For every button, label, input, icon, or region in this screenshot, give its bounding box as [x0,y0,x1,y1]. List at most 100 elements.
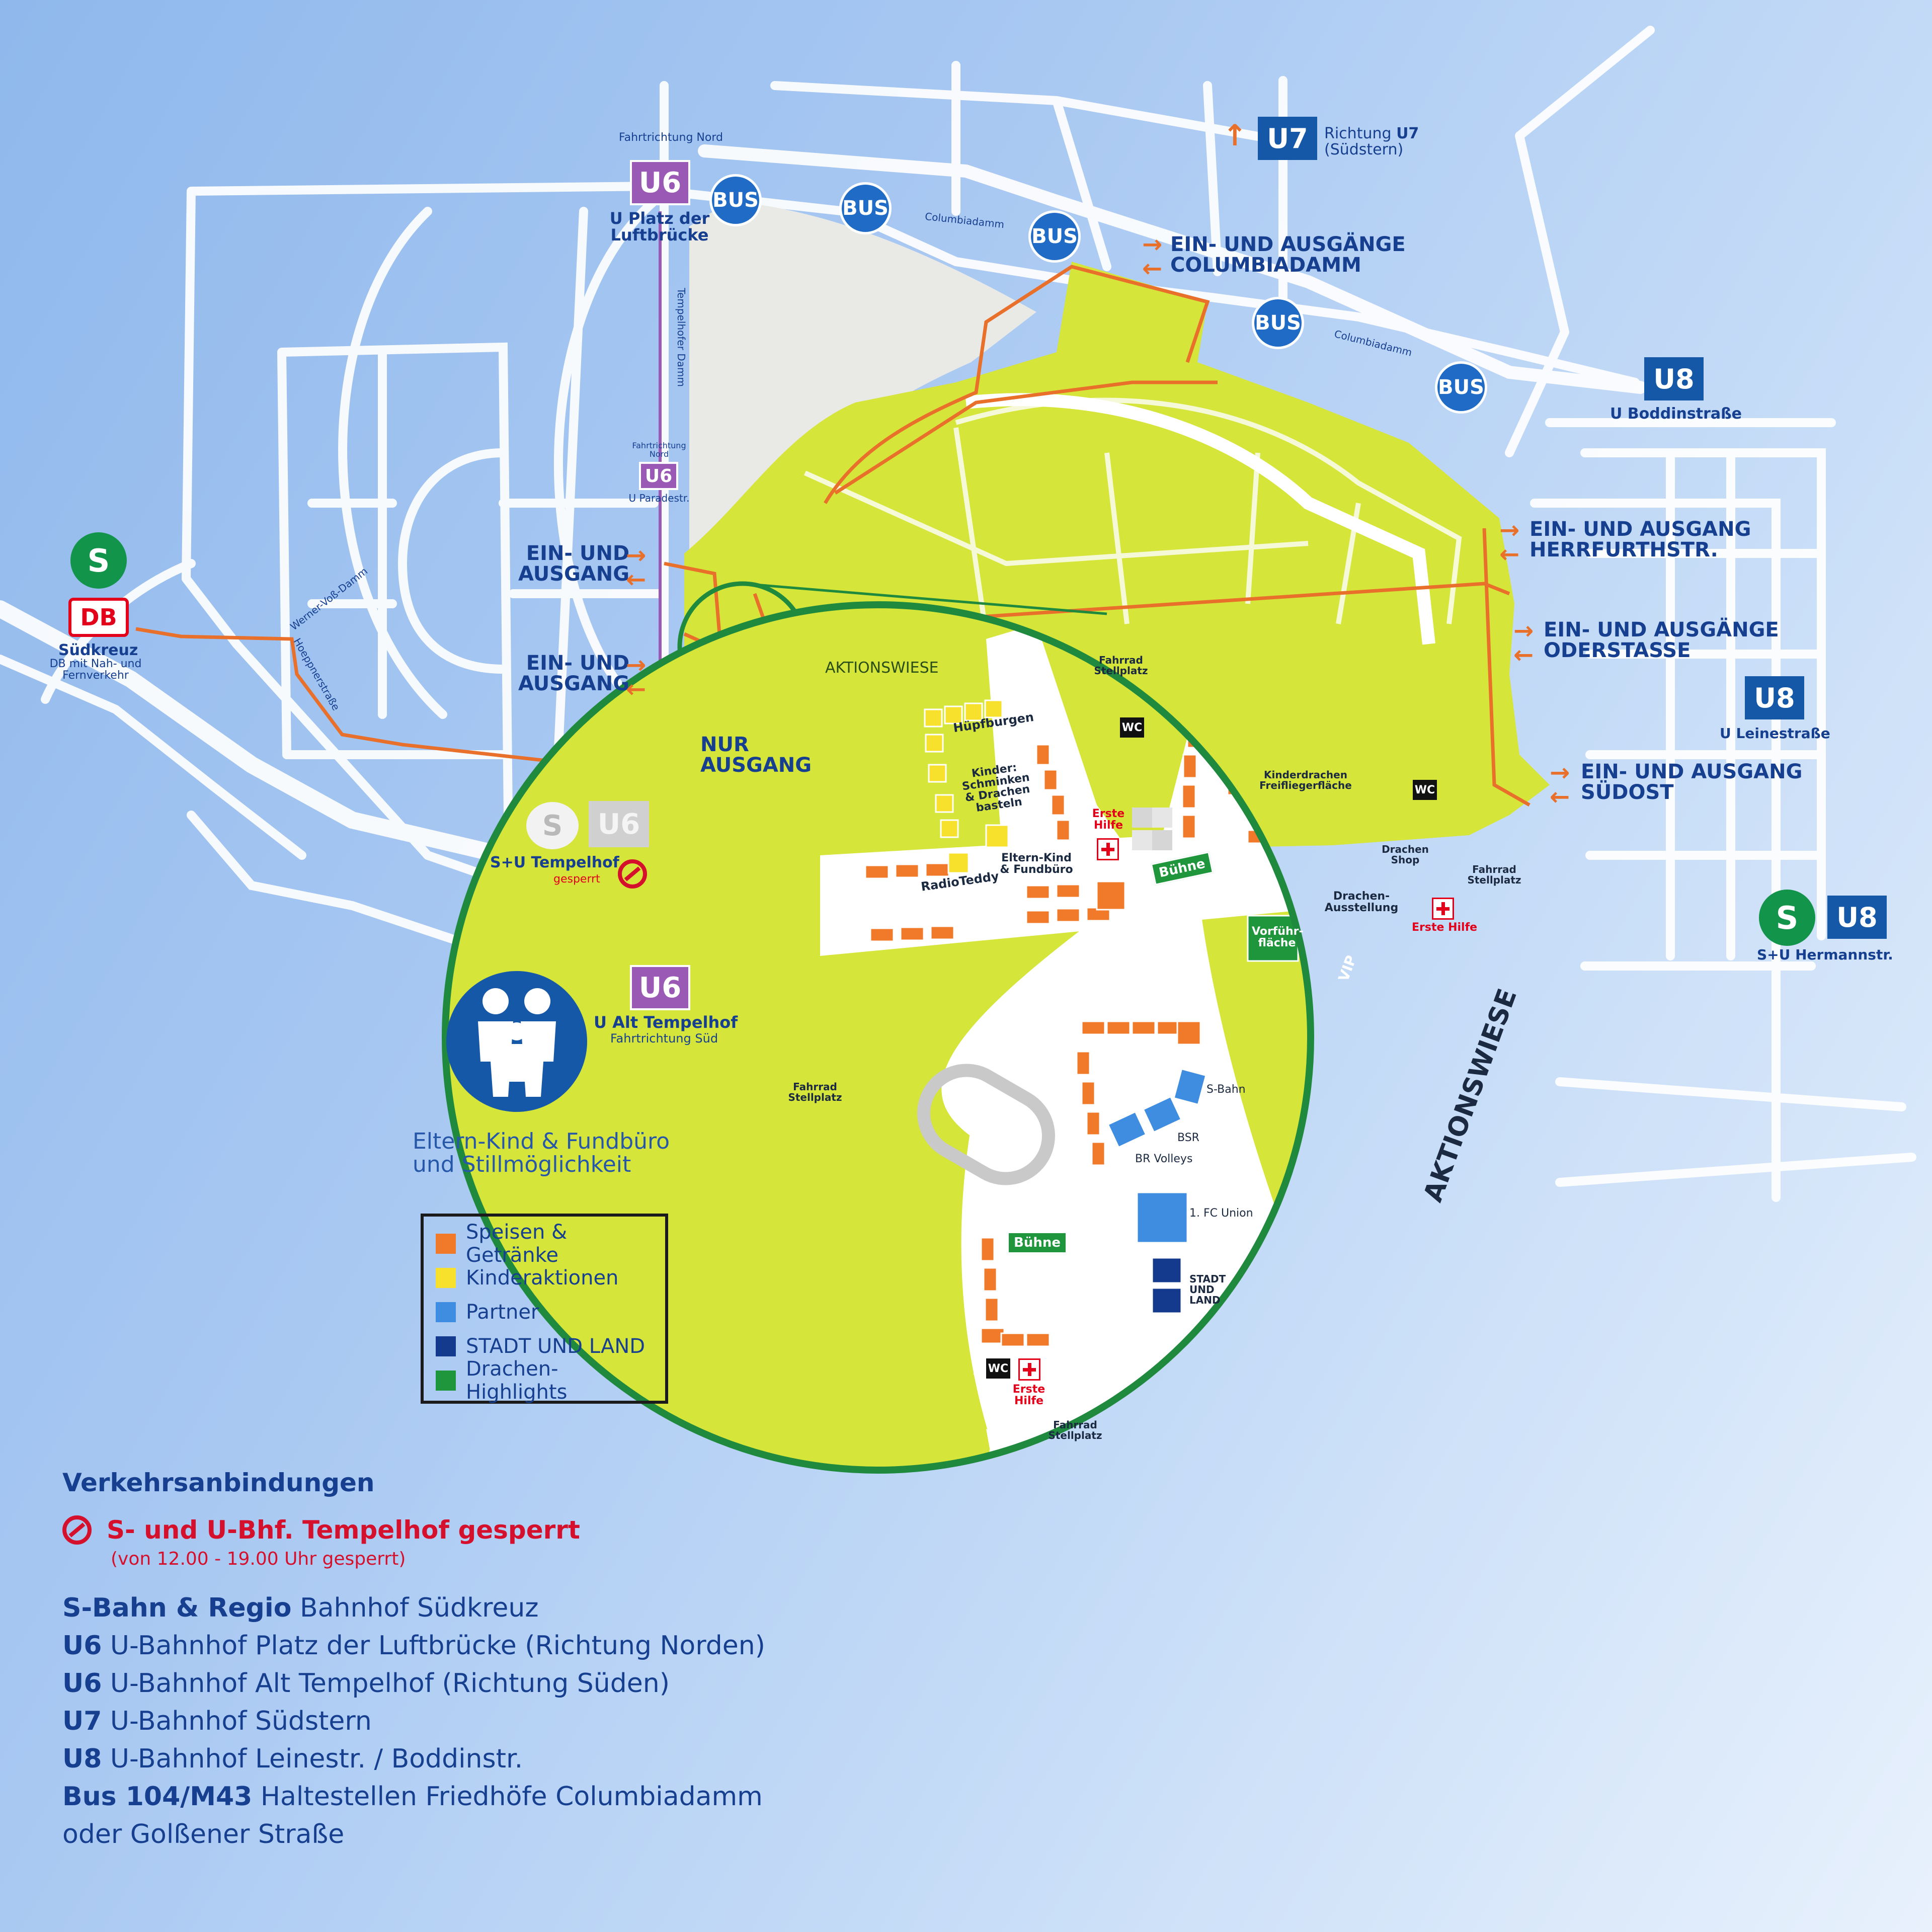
detail-erste-hilfe-3: Erste Hilfe [1012,1383,1045,1408]
detail-fahrrad-2: Fahrrad Stellplatz [1467,863,1521,886]
detail-vorfuehr: Vorführ- fläche [1252,925,1304,950]
suedkreuz-name: Südkreuz [58,641,138,659]
u7-direction: Richtung U7(Südstern) [1324,125,1419,158]
connection-line: U6 U-Bahnhof Platz der Luftbrücke (Richt… [62,1631,765,1661]
bus-stop-5[interactable]: BUS [1435,361,1487,414]
legend-label: STADT UND LAND [466,1335,646,1358]
legend-swatch [436,1234,456,1254]
connections-panel: Verkehrsanbindungen S- und U-Bhf. Tempel… [62,1468,817,1854]
detail-drachen-ausstellung: Drachen- Ausstellung [1324,890,1399,915]
u8-leine-badge[interactable]: U8 [1745,676,1804,719]
first-aid-icon [1018,1358,1040,1381]
detail-kinderdrachen: Kinderdrachen Freifliegerfläche [1259,769,1352,791]
detail-drachen-shop: Drachen Shop [1382,843,1429,866]
u6-south-name: U Alt Tempelhof [594,1013,738,1032]
legend-label: Drachen-Highlights [466,1357,568,1404]
legend-label: Speisen & Getränke [466,1221,568,1267]
connections-heading: Verkehrsanbindungen [62,1468,375,1497]
legend-item: Kinderaktionen [436,1261,653,1295]
entrance-arrows-icon: →← [1513,617,1534,669]
detail-wc-2: WC [1413,780,1437,800]
connection-line: Bus 104/M43 Haltestellen Friedhöfe Colum… [62,1782,763,1812]
entrance-arrows-icon: →← [1142,230,1163,283]
connection-line: U7 U-Bahnhof Südstern [62,1706,372,1736]
entrance-arrows-icon: →← [1550,759,1570,811]
first-aid-icon [1097,838,1119,860]
detail-fahrrad-3: Fahrrad Stellplatz [788,1081,842,1103]
detail-stadt-und-land: STADT UND LAND [1189,1273,1226,1306]
entrance-arrows-icon: →← [626,651,647,703]
bus-stop-1[interactable]: BUS [709,174,762,226]
detail-buehne-2: Bühne [1007,1232,1067,1254]
street-network [0,26,1916,1202]
legend-item: Speisen & Getränke [436,1221,653,1267]
detail-wc-1: WC [1120,717,1144,738]
u8-boddin-badge[interactable]: U8 [1644,357,1704,400]
entrance-arrows-icon: →← [1499,516,1520,569]
detail-wc-3: WC [986,1358,1010,1379]
u7-badge[interactable]: U7 [1258,117,1317,160]
u6-mid-name: U Paradestr. [628,492,690,504]
u6-mid-direction: Fahrtrichtung Nord [632,441,686,459]
entrance-arrows-icon: →← [626,541,647,594]
u8-boddin-name: U Boddinstraße [1610,405,1742,423]
detail-br-volleys: BR Volleys [1135,1153,1193,1165]
u6-south-badge[interactable]: U6 [630,965,690,1010]
legend-item: STADT UND LAND [436,1329,653,1363]
connection-line: S-Bahn & Regio Bahnhof Südkreuz [62,1593,539,1623]
detail-erste-hilfe-1: Erste Hilfe [1092,808,1125,832]
closed-notice: S- und U-Bhf. Tempelhof gesperrt [62,1515,817,1545]
db-badge[interactable]: DB [68,598,129,637]
detail-fc-union: 1. FC Union [1189,1207,1253,1220]
legend-swatch [436,1371,456,1391]
tempelhof-status: gesperrt [553,873,600,886]
detail-fahrrad-4: Fahrrad Stellplatz [1048,1419,1102,1441]
u6-tempelhof-badge[interactable]: U6 [589,801,649,847]
s-tempelhof-badge[interactable]: S [526,802,579,849]
legend-label: Kinderaktionen [466,1266,619,1290]
legend-swatch [436,1336,456,1356]
u6-north-direction: Fahrtrichtung Nord [619,131,723,144]
legend: Speisen & Getränke Kinderaktionen Partne… [421,1214,668,1404]
tempelhof-name: S+U Tempelhof [490,854,619,871]
u6-north-badge[interactable]: U6 [630,160,690,205]
no-entry-icon [618,859,662,889]
detail-bsr: BSR [1177,1132,1199,1144]
u8-hermann-badge[interactable]: U8 [1827,896,1887,939]
legend-item: Drachen-Highlights [436,1357,653,1404]
bus-stop-4[interactable]: BUS [1252,297,1304,349]
s-hermann-badge[interactable]: S [1759,890,1815,946]
hermann-name: S+U Hermannstr. [1757,946,1893,963]
u6-mid-badge[interactable]: U6 [639,462,678,490]
field-label: AKTIONSWIESE [825,659,939,677]
legend-label: Partner [466,1301,539,1324]
legend-swatch [436,1302,456,1322]
u6-south-direction: Fahrtrichtung Süd [610,1031,718,1045]
connection-line: oder Golßener Straße [62,1819,345,1849]
legend-item: Partner [436,1295,653,1329]
u6-north-name: U Platz der Luftbrücke [609,209,710,245]
legend-swatch [436,1268,456,1288]
s-suedkreuz-badge[interactable]: S [70,532,127,589]
detail-erste-hilfe-2: Erste Hilfe [1412,921,1478,934]
no-entry-icon [62,1515,92,1545]
suedkreuz-sub: DB mit Nah- und Fernverkehr [49,658,142,682]
street-tempelhofer-damm: Tempelhofer Damm [675,288,687,387]
detail-fahrrad-1: Fahrrad Stellplatz [1094,654,1148,677]
closed-note: (von 12.00 - 19.00 Uhr gesperrt) [111,1549,406,1569]
first-aid-icon [1432,898,1454,920]
detail-sbahn: S-Bahn [1206,1083,1246,1096]
connection-line: U8 U-Bahnhof Leinestr. / Boddinstr. [62,1744,523,1774]
bus-stop-3[interactable]: BUS [1028,210,1081,263]
detail-eltern-kind: Eltern-Kind & Fundbüro [1000,852,1073,876]
bus-stop-2[interactable]: BUS [839,182,892,234]
arrow-up-icon: ↑ [1223,118,1247,152]
